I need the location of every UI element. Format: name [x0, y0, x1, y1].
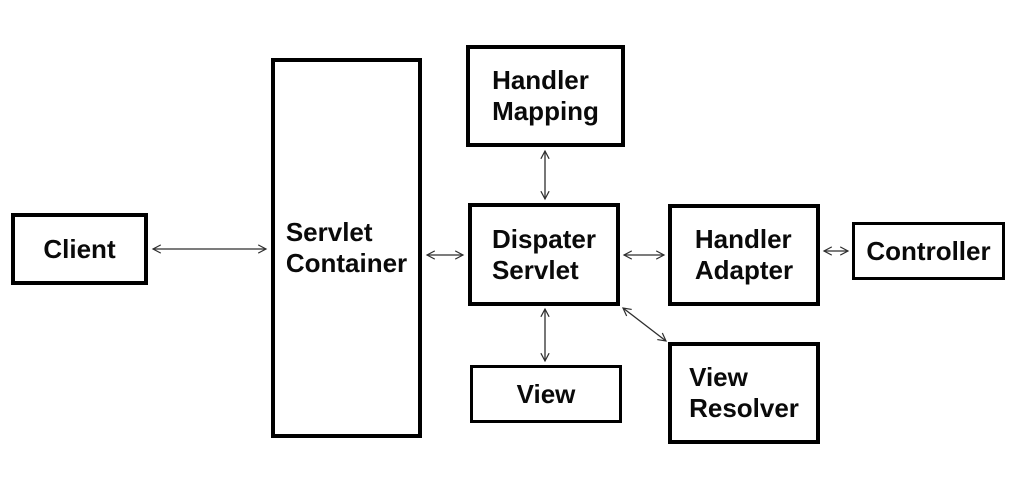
node-handler-mapping-line2: Mapping [492, 96, 599, 126]
edge-dispater-servlet-view-resolver [621, 307, 668, 342]
node-dispater-servlet-line2: Servlet [491, 254, 579, 285]
node-client: Client [11, 213, 148, 285]
node-servlet-container-line1: Servlet [285, 217, 373, 247]
node-handler-adapter-line1: Handler [694, 224, 792, 254]
node-view-resolver-line2: Resolver [689, 393, 799, 423]
node-view-label: View [516, 378, 576, 409]
node-handler-adapter-line2: Adapter [694, 255, 794, 285]
node-dispater-servlet-line1: Dispater [491, 223, 597, 254]
node-view: View [470, 365, 622, 423]
node-handler-mapping-line1: Handler [492, 65, 589, 95]
node-controller-label: Controller [866, 235, 991, 266]
node-servlet-container-line2: Container [285, 248, 408, 278]
node-client-label: Client [43, 233, 116, 264]
node-view-resolver-line1: View [689, 362, 748, 392]
node-controller: Controller [852, 222, 1005, 280]
